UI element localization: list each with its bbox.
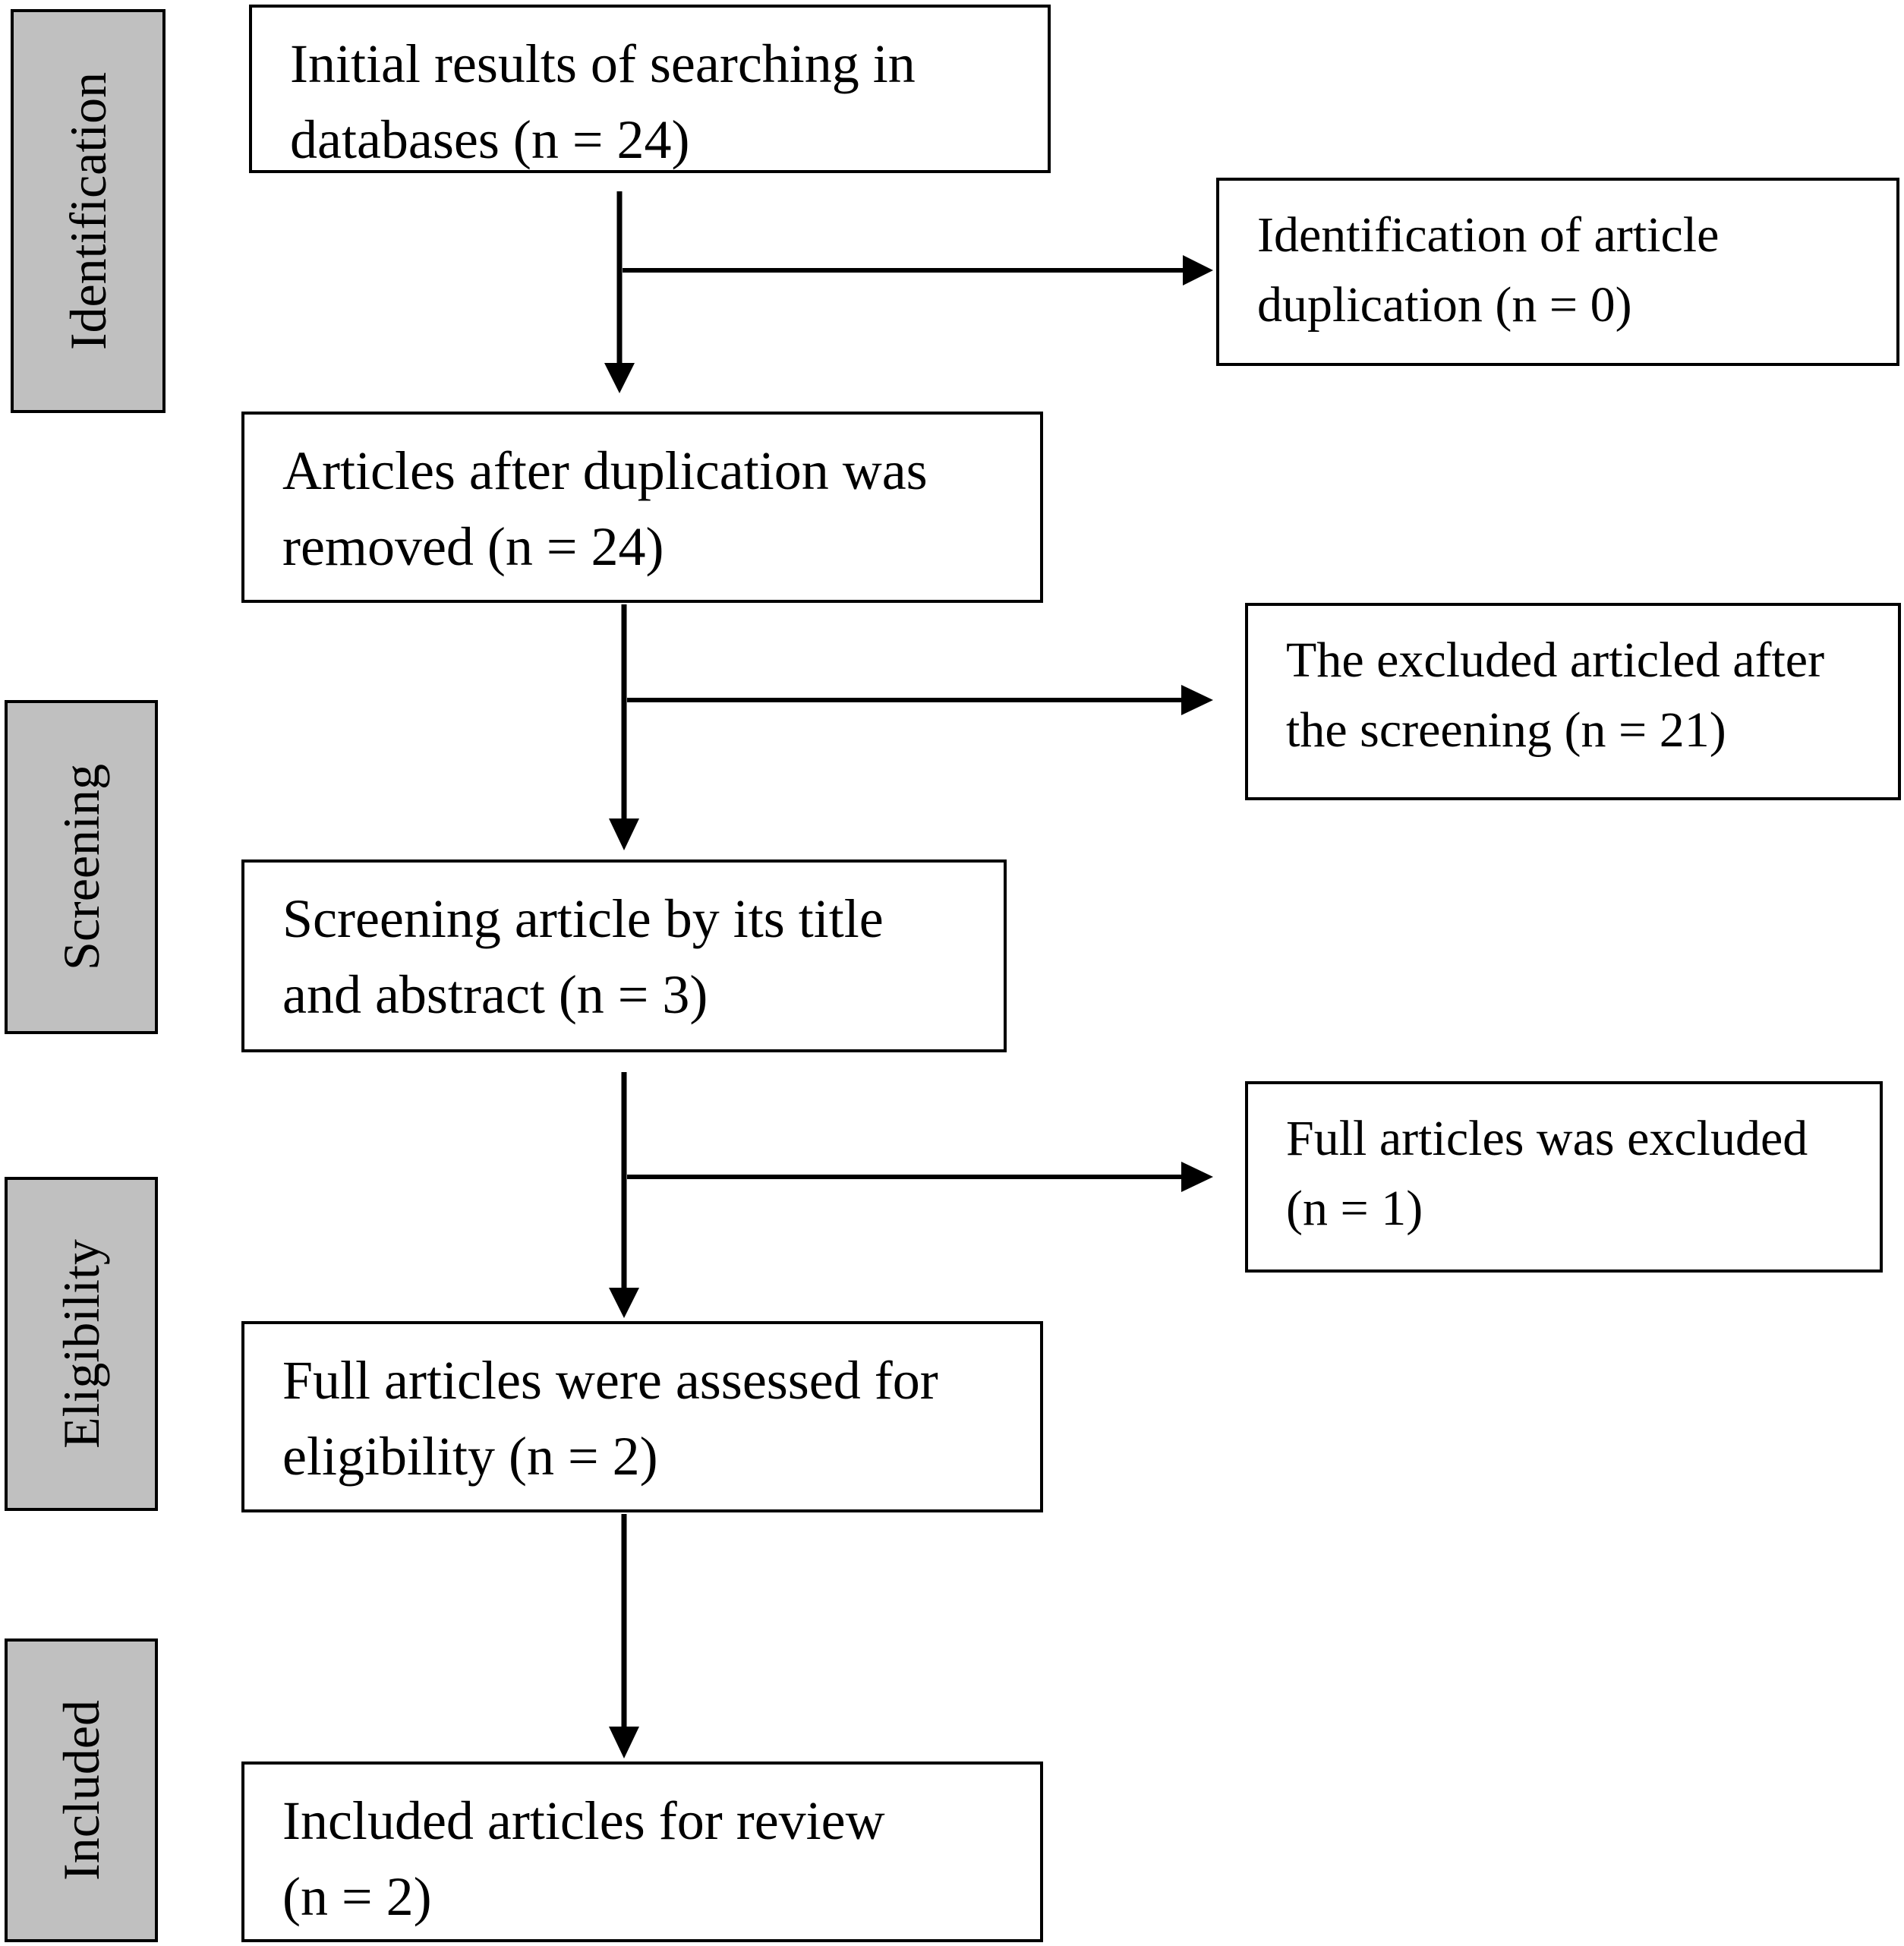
box-line: Articles after duplication was (282, 440, 928, 501)
box-line: eligibility (n = 2) (282, 1426, 658, 1487)
arrow-down-3 (609, 1072, 639, 1318)
box-full-assessed: Full articles were assessed for eligibil… (241, 1321, 1043, 1512)
box-line: and abstract (n = 3) (282, 964, 708, 1025)
stage-identification: Identification (11, 9, 165, 413)
box-line: the screening (n = 21) (1286, 702, 1726, 758)
box-initial-results: Initial results of searching in database… (249, 5, 1051, 173)
arrow-down-4 (609, 1514, 639, 1758)
box-line: (n = 1) (1286, 1181, 1423, 1236)
box-line: removed (n = 24) (282, 516, 664, 577)
stage-eligibility: Eligibility (5, 1177, 158, 1511)
arrow-right-2 (627, 685, 1213, 715)
stage-screening: Screening (5, 700, 158, 1034)
box-line: (n = 2) (282, 1866, 432, 1927)
box-line: Full articles was excluded (1286, 1111, 1808, 1166)
box-line: Screening article by its title (282, 888, 884, 949)
box-line: Full articles were assessed for (282, 1350, 938, 1411)
box-line: duplication (n = 0) (1257, 277, 1632, 333)
arrow-down-1 (604, 191, 635, 393)
box-line: Included articles for review (282, 1790, 885, 1851)
box-line: The excluded articled after (1286, 632, 1825, 688)
box-screening-title-abstract: Screening article by its title and abstr… (241, 859, 1007, 1052)
arrow-down-2 (609, 604, 639, 850)
box-excluded-screening: The excluded articled after the screenin… (1245, 603, 1901, 800)
box-included-review: Included articles for review (n = 2) (241, 1761, 1043, 1942)
stage-included: Included (5, 1638, 158, 1942)
box-after-duplication: Articles after duplication was removed (… (241, 412, 1043, 603)
box-duplication-identification: Identification of article duplication (n… (1216, 178, 1899, 366)
arrow-right-1 (623, 255, 1213, 285)
box-line: Identification of article (1257, 207, 1720, 263)
arrow-right-3 (627, 1162, 1213, 1192)
box-line: Initial results of searching in (290, 33, 916, 94)
box-line: databases (n = 24) (290, 109, 690, 170)
box-full-excluded: Full articles was excluded (n = 1) (1245, 1081, 1883, 1273)
